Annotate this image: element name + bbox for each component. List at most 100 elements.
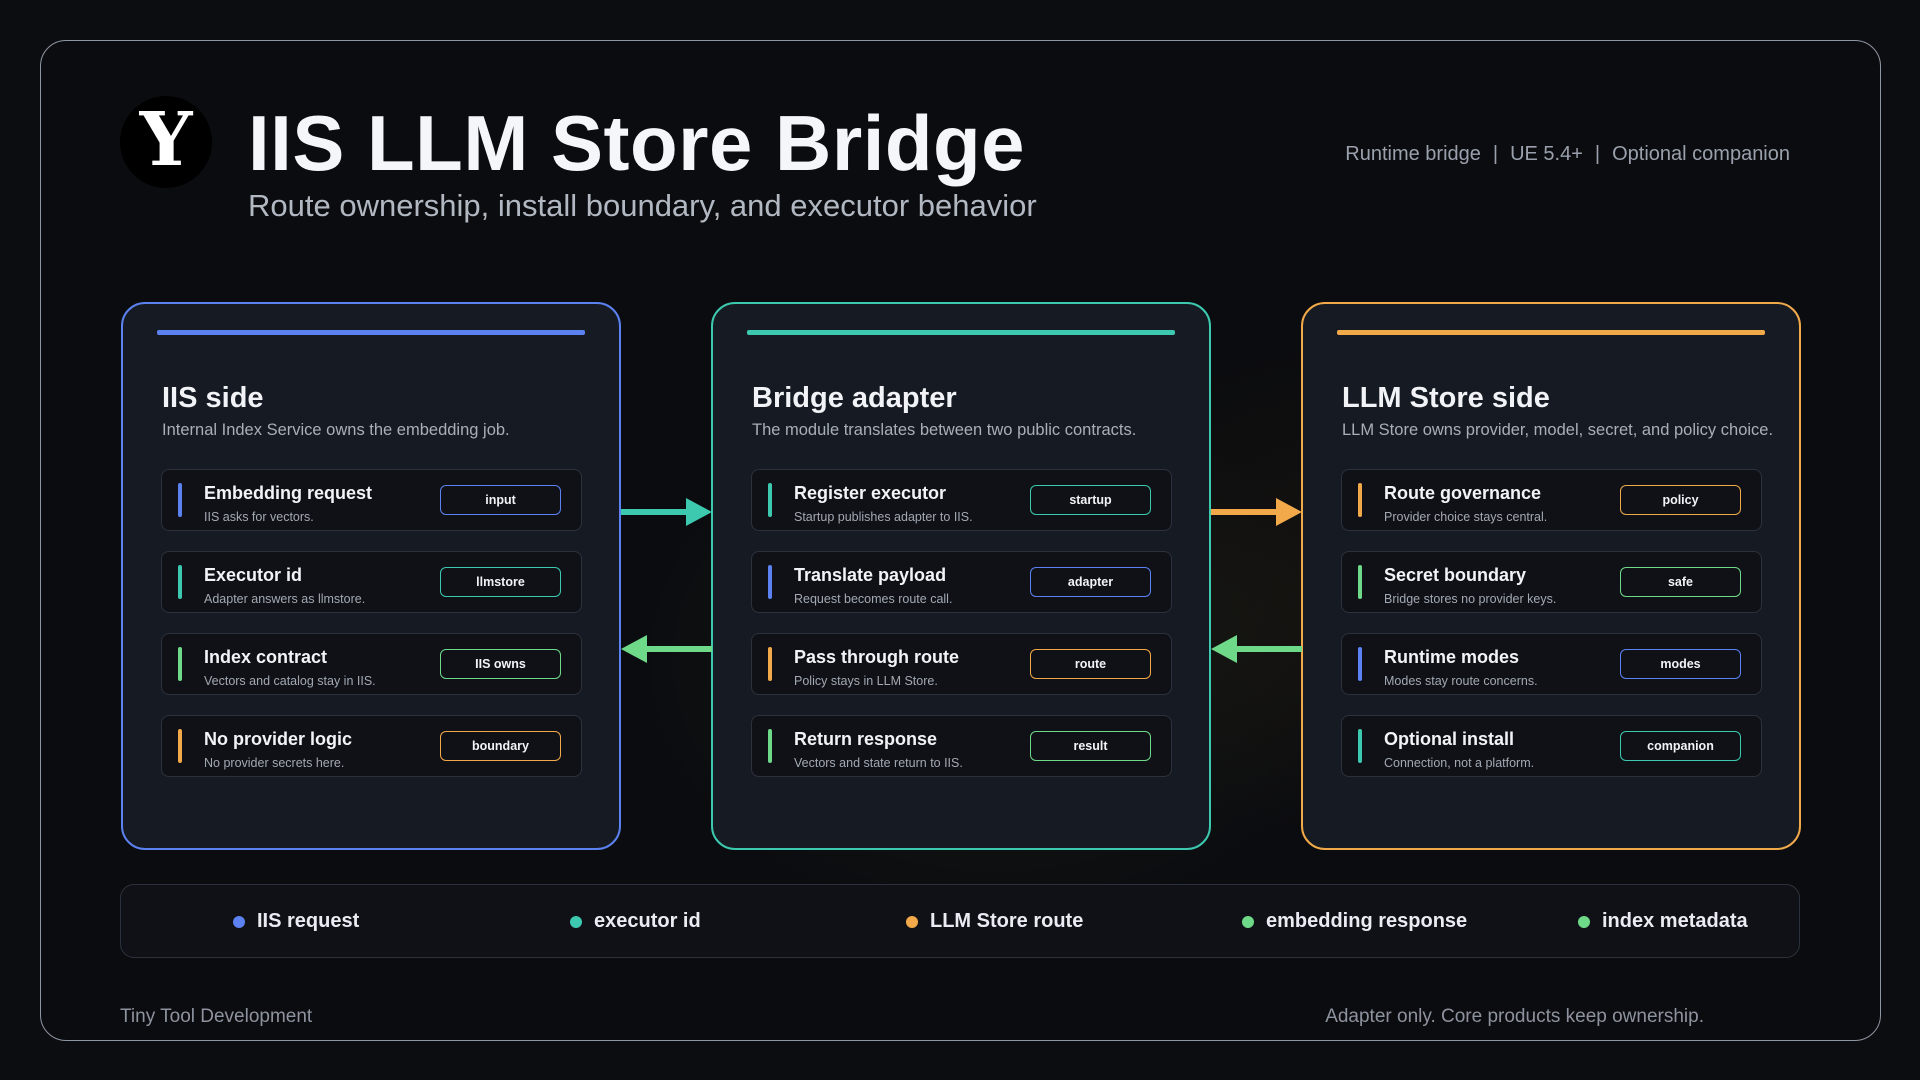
card-subtitle: Startup publishes adapter to IIS. [794,510,973,524]
card-tag-badge: policy [1620,485,1741,515]
card-title: Secret boundary [1384,565,1527,585]
card-tag-badge: IIS owns [440,649,561,679]
card-title: Embedding request [204,483,373,503]
card-tag-badge: llmstore [440,567,561,597]
card-tag-badge: result [1030,731,1151,761]
legend-item: executor id [570,910,701,933]
card-color-bar [178,565,182,599]
panel-description: LLM Store owns provider, model, secret, … [1342,421,1774,439]
legend-label: IIS request [257,910,360,932]
legend-dot-icon [1578,915,1590,928]
panel-title: LLM Store side [1342,382,1550,414]
panel-title: IIS side [162,382,264,414]
logo-letter: Y [139,97,193,183]
panel-accent-line [1337,330,1765,335]
card-title: No provider logic [204,729,353,749]
card-color-bar [1358,647,1362,681]
card-tag-badge: adapter [1030,567,1151,597]
panel-description: The module translates between two public… [752,421,1137,439]
legend-dot-icon [570,915,582,928]
card-subtitle: Provider choice stays central. [1384,510,1548,524]
card-tag-badge: safe [1620,567,1741,597]
card-subtitle: IIS asks for vectors. [204,510,314,524]
card-tag-badge: input [440,485,561,515]
card-color-bar [768,729,772,763]
card-color-bar [768,647,772,681]
card-subtitle: Connection, not a platform. [1384,756,1535,770]
footer-note: Adapter only. Core products keep ownersh… [1325,1006,1704,1027]
step-card: No provider logic No provider secrets her… [161,715,582,777]
meta-line: Runtime bridge | UE 5.4+ | Optional comp… [1345,143,1790,166]
card-title: Runtime modes [1384,647,1520,667]
meta-separator: | [1492,143,1499,165]
card-subtitle: No provider secrets here. [204,756,345,770]
card-color-bar [1358,565,1362,599]
card-title: Optional install [1384,729,1515,749]
panel-title: Bridge adapter [752,382,957,414]
card-title: Index contract [204,647,328,667]
meta-version: UE 5.4+ [1510,143,1583,165]
card-tag-badge: route [1030,649,1151,679]
panel-accent-line [157,330,585,335]
card-subtitle: Request becomes route call. [794,592,953,606]
card-title: Pass through route [794,647,960,667]
card-subtitle: Policy stays in LLM Store. [794,674,938,688]
legend-label: executor id [594,910,701,932]
card-title: Executor id [204,565,303,585]
card-subtitle: Modes stay route concerns. [1384,674,1538,688]
card-subtitle: Bridge stores no provider keys. [1384,592,1557,606]
legend-dot-icon [906,915,918,928]
meta-optional: Optional companion [1612,143,1790,165]
footer-credit: Tiny Tool Development [120,1006,313,1027]
card-color-bar [768,565,772,599]
legend-label: LLM Store route [930,910,1084,932]
card-title: Translate payload [794,565,947,585]
card-color-bar [1358,729,1362,763]
legend-label: embedding response [1266,910,1468,932]
card-subtitle: Adapter answers as llmstore. [204,592,366,606]
legend-dot-icon [233,915,245,928]
legend: IIS request executor id LLM Store route emb… [120,884,1800,958]
brand-logo: Y [120,96,212,188]
card-subtitle: Vectors and catalog stay in IIS. [204,674,376,688]
card-tag-badge: startup [1030,485,1151,515]
card-color-bar [178,483,182,517]
card-title: Register executor [794,483,947,503]
card-color-bar [1358,483,1362,517]
page-subtitle: Route ownership, install boundary, and e… [248,188,1037,223]
card-title: Return response [794,729,938,749]
panel-accent-line [747,330,1175,335]
panel-description: Internal Index Service owns the embeddin… [162,421,510,439]
legend-item: LLM Store route [906,910,1083,933]
step-card: Executor id Adapter answers as llmstore. l… [161,551,582,613]
page-title: IIS LLM Store Bridge [248,99,1026,187]
legend-label: index metadata [1602,910,1748,932]
card-color-bar [768,483,772,517]
card-tag-badge: boundary [440,731,561,761]
meta-runtime: Runtime bridge [1345,143,1481,165]
legend-item: embedding response [1242,910,1467,933]
legend-item: index metadata [1578,910,1748,933]
card-subtitle: Vectors and state return to IIS. [794,756,963,770]
card-tag-badge: modes [1620,649,1741,679]
card-tag-badge: companion [1620,731,1741,761]
meta-separator: | [1594,143,1601,165]
legend-item: IIS request [233,910,359,933]
card-title: Route governance [1384,483,1542,503]
